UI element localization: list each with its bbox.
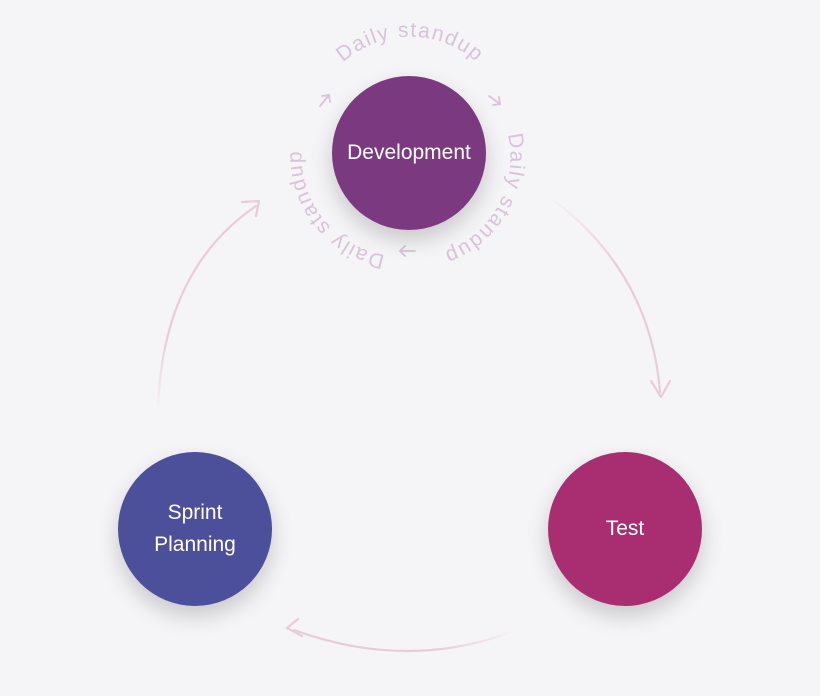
standup-label-top: Daily standup xyxy=(332,19,489,67)
sprint-planning-label: Sprint Planning xyxy=(154,501,236,556)
ring-arrow-right-icon xyxy=(488,95,501,106)
arrowhead-development-icon xyxy=(240,199,261,218)
development-label: Development xyxy=(347,141,471,164)
arrow-test-to-sprint-planning xyxy=(292,628,518,653)
arrowhead-test-icon xyxy=(649,379,672,399)
test-label: Test xyxy=(605,517,645,540)
arrowhead-sprint-planning-icon xyxy=(285,617,304,638)
ring-arrow-bottom-icon xyxy=(399,245,416,257)
ring-arrow-left-icon xyxy=(319,94,331,107)
arrow-development-to-test xyxy=(546,194,662,394)
arrow-sprint-planning-to-development xyxy=(156,204,258,412)
development-node[interactable]: Development xyxy=(332,76,486,230)
test-node[interactable]: Test xyxy=(548,452,702,606)
sprint-planning-node[interactable]: Sprint Planning xyxy=(118,452,272,606)
